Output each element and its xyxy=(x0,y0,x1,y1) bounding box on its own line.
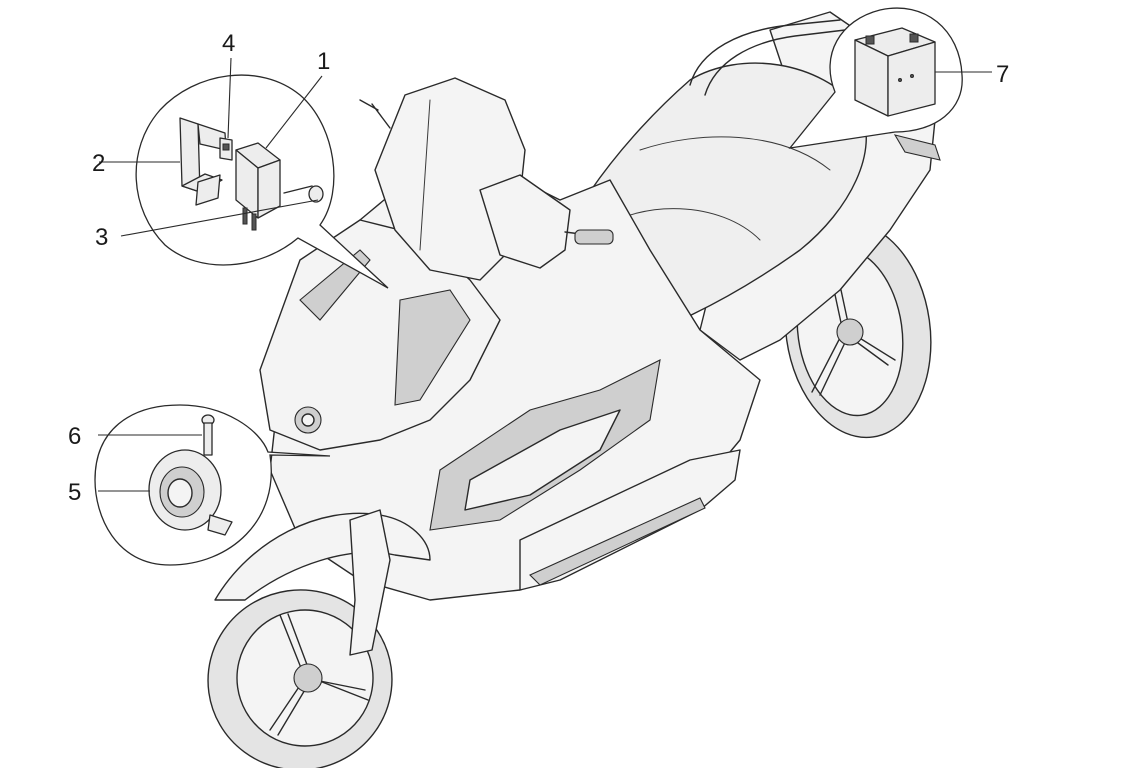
battery-detail-bubble: 7 xyxy=(788,7,1009,149)
callout-6: 6 xyxy=(68,423,81,450)
callout-4: 4 xyxy=(222,30,235,57)
bracket-part xyxy=(179,117,227,206)
relay-detail-bubble: 1 2 3 4 xyxy=(92,30,389,289)
windscreen xyxy=(374,77,526,281)
callout-5: 5 xyxy=(68,479,81,506)
callout-1: 1 xyxy=(317,48,330,75)
horn-bolt-part xyxy=(201,414,215,456)
screw-part xyxy=(283,185,324,203)
horn-part xyxy=(148,449,233,536)
front-fork xyxy=(349,509,391,656)
front-shield xyxy=(259,219,501,451)
callout-7: 7 xyxy=(996,61,1009,88)
nut-part xyxy=(219,137,233,161)
horn-detail-bubble: 6 5 xyxy=(68,404,331,566)
handlebar xyxy=(479,174,571,269)
front-wheel xyxy=(207,589,393,768)
callout-2: 2 xyxy=(92,150,105,177)
battery-part xyxy=(854,27,936,117)
tail-light xyxy=(893,134,941,161)
callout-3: 3 xyxy=(95,224,108,251)
relay-part xyxy=(235,142,281,231)
grab-rail xyxy=(689,19,841,86)
